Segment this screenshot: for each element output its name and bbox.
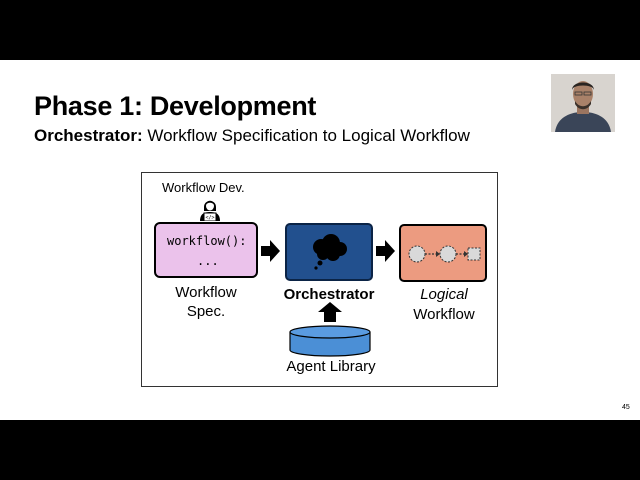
orchestrator-box [285, 223, 373, 281]
presenter-webcam [551, 74, 615, 132]
spec-code-line1: workflow(): [167, 234, 247, 248]
workflow-dev-label: Workflow Dev. [162, 180, 245, 195]
workflow-spec-box: workflow(): ... [154, 222, 258, 278]
presenter-image [551, 74, 615, 132]
logical-workflow-box [399, 224, 487, 282]
agent-library-label: Agent Library [286, 358, 376, 375]
page-number: 45 [622, 404, 630, 411]
slide: Phase 1: Development Orchestrator: Workf… [0, 60, 640, 420]
slide-subtitle: Orchestrator: Workflow Specification to … [34, 126, 470, 146]
coder-icon: </> [200, 200, 220, 221]
spec-code-line2: ... [197, 254, 219, 268]
database-cylinder-icon [289, 325, 371, 357]
spec-label-line2: Spec. [186, 303, 226, 320]
workflow-spec-label: Workflow Spec. [154, 283, 258, 321]
logical-label: Logical [420, 286, 468, 303]
right-arrow-icon [261, 240, 280, 262]
workflow-label: Workflow [413, 306, 475, 323]
subtitle-rest: Workflow Specification to Logical Workfl… [142, 126, 470, 145]
slide-title: Phase 1: Development [34, 91, 317, 121]
svg-text:</>: </> [205, 215, 214, 221]
workflow-nodes-icon [408, 245, 481, 263]
subtitle-bold: Orchestrator: [34, 126, 143, 145]
thought-cloud-icon [313, 234, 347, 270]
up-arrow-icon [318, 302, 342, 322]
orchestrator-label: Orchestrator [283, 286, 375, 303]
right-arrow-icon [376, 240, 395, 262]
workflow-diagram: Workflow Dev. </> workflow(): ... [141, 172, 498, 387]
spec-label-line1: Workflow [175, 284, 237, 301]
